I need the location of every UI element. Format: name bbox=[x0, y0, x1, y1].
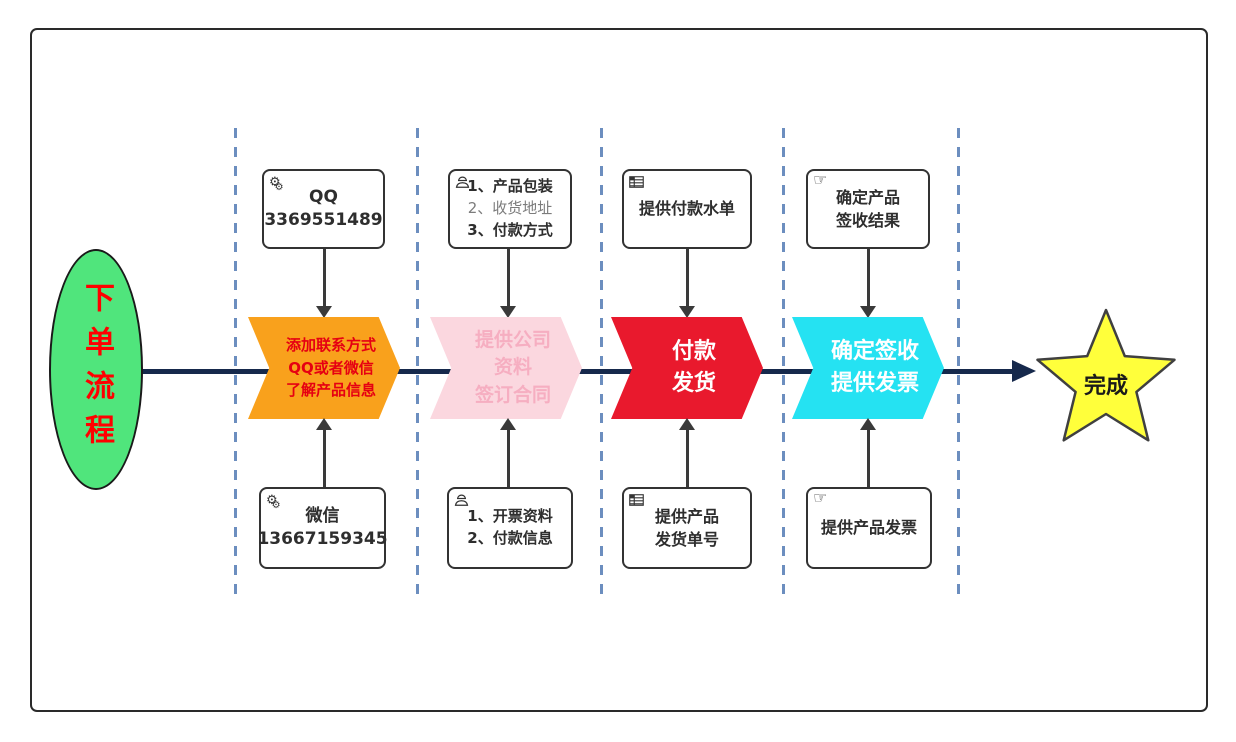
table-icon bbox=[629, 175, 644, 191]
chevron-line: 了解产品信息 bbox=[285, 381, 376, 400]
box-line: QQ bbox=[309, 187, 338, 208]
chevron-line: 付款 bbox=[671, 339, 716, 365]
box-line: 微信 bbox=[305, 506, 340, 527]
engineer-icon bbox=[455, 175, 470, 192]
start-node: 下单流程 bbox=[49, 249, 143, 490]
pointing-hand-icon: ☞ bbox=[813, 488, 828, 507]
chevron-line: 提供发票 bbox=[830, 371, 919, 396]
stage2-chevron: 提供公司 资料 签订合同 bbox=[430, 317, 582, 419]
contact-wechat-box: ⚙⚙ 微信 13667159345 bbox=[257, 487, 388, 569]
chevron-line: 资料 bbox=[493, 356, 532, 379]
arrow-up-icon bbox=[316, 418, 332, 430]
box-line: 提供产品 bbox=[654, 506, 719, 526]
arrow-down-icon bbox=[500, 306, 516, 318]
box-line: 3369551489 bbox=[264, 210, 383, 230]
star-icon bbox=[1036, 308, 1176, 442]
connector-line bbox=[867, 249, 870, 306]
stage-divider-2 bbox=[416, 128, 419, 602]
stage-divider-4 bbox=[782, 128, 785, 602]
connector-line bbox=[867, 429, 870, 487]
invoice-box: ☞ 提供产品发票 bbox=[806, 487, 932, 569]
connector-line bbox=[686, 249, 689, 306]
arrow-up-icon bbox=[500, 418, 516, 430]
table-icon bbox=[629, 493, 644, 509]
contact-qq-box: ⚙⚙ QQ 3369551489 bbox=[262, 169, 385, 249]
box-line: 提供产品发票 bbox=[820, 518, 917, 538]
order-info-box: 1、产品包装 2、收货地址 3、付款方式 bbox=[448, 169, 572, 249]
stage-divider-5 bbox=[957, 128, 960, 602]
sign-result-box: ☞ 确定产品 签收结果 bbox=[806, 169, 930, 249]
engineer-icon bbox=[454, 493, 469, 510]
box-line: 确定产品 bbox=[835, 187, 900, 207]
chevron-line: 发货 bbox=[671, 371, 716, 396]
box-line: 3、付款方式 bbox=[467, 220, 553, 239]
box-line: 签收结果 bbox=[835, 211, 900, 230]
box-line: 13667159345 bbox=[257, 529, 388, 549]
stage-divider-3 bbox=[600, 128, 603, 602]
connector-line bbox=[323, 429, 326, 487]
payment-slip-box: 提供付款水单 bbox=[622, 169, 752, 249]
arrow-up-icon bbox=[679, 418, 695, 430]
shipping-number-box: 提供产品 发货单号 bbox=[622, 487, 752, 569]
finish-node-label: 完成 bbox=[1083, 374, 1128, 399]
connector-line bbox=[507, 429, 510, 487]
arrow-up-icon bbox=[860, 418, 876, 430]
box-line: 1、产品包装 bbox=[467, 177, 553, 196]
stage1-chevron: 添加联系方式 QQ或者微信 了解产品信息 bbox=[248, 317, 400, 419]
main-flow-arrowhead bbox=[1012, 360, 1036, 382]
arrow-down-icon bbox=[316, 306, 332, 318]
gears-icon: ⚙⚙ bbox=[266, 493, 281, 511]
chevron-line: 添加联系方式 bbox=[285, 336, 376, 355]
invoice-info-box: 1、开票资料 2、付款信息 bbox=[447, 487, 573, 569]
chevron-line: 签订合同 bbox=[474, 383, 551, 406]
finish-node bbox=[1034, 306, 1178, 462]
stage4-chevron: 确定签收 提供发票 bbox=[792, 317, 944, 419]
box-line: 发货单号 bbox=[654, 530, 719, 549]
stage3-chevron: 付款 发货 bbox=[611, 317, 763, 419]
box-line: 提供付款水单 bbox=[638, 199, 735, 219]
box-line: 2、收货地址 bbox=[467, 199, 553, 218]
gears-icon: ⚙⚙ bbox=[269, 175, 284, 193]
pointing-hand-icon: ☞ bbox=[813, 170, 828, 189]
arrow-down-icon bbox=[860, 306, 876, 318]
connector-line bbox=[686, 429, 689, 487]
connector-line bbox=[323, 249, 326, 306]
box-line: 1、开票资料 bbox=[467, 507, 553, 526]
chevron-line: QQ或者微信 bbox=[288, 358, 374, 377]
arrow-down-icon bbox=[679, 306, 695, 318]
connector-line bbox=[507, 249, 510, 306]
start-node-label: 下单流程 bbox=[79, 281, 114, 458]
stage-divider-1 bbox=[234, 128, 237, 602]
chevron-line: 确定签收 bbox=[830, 339, 919, 365]
chevron-line: 提供公司 bbox=[474, 328, 551, 351]
box-line: 2、付款信息 bbox=[467, 529, 553, 547]
